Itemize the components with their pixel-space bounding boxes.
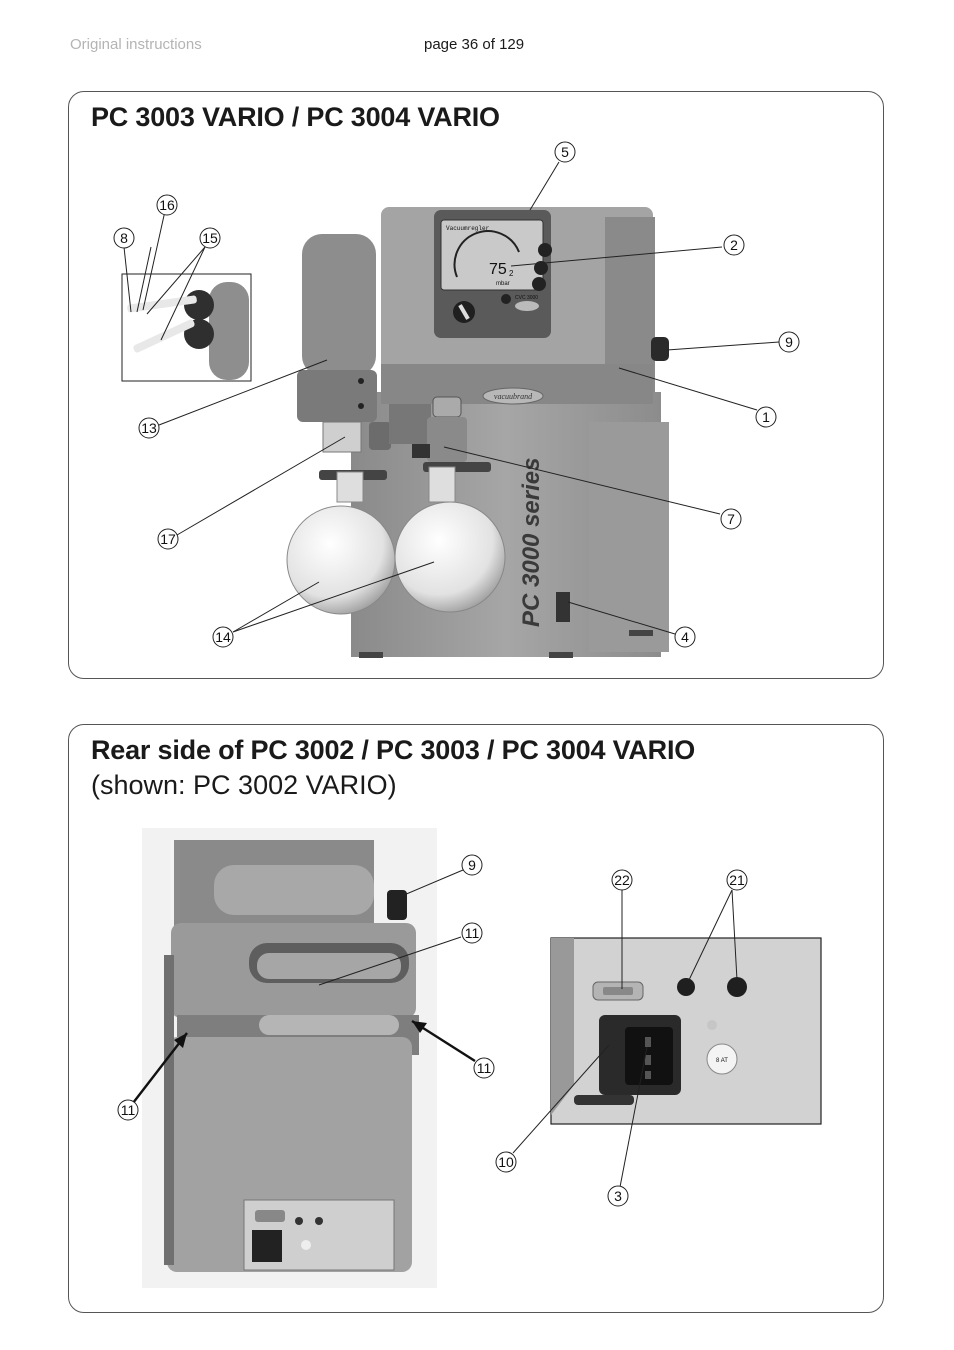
round-bottom-flasks	[286, 466, 506, 615]
svg-text:8: 8	[120, 230, 128, 246]
callout-7: 7	[720, 508, 742, 530]
callout-16: 16	[156, 194, 178, 216]
svg-text:10: 10	[498, 1154, 514, 1170]
fuse-holder	[706, 1043, 738, 1075]
callout-leaders	[123, 161, 780, 635]
svg-text:7: 7	[727, 511, 735, 527]
callout-11-left: 11	[117, 1099, 139, 1121]
callout-4: 4	[674, 626, 696, 648]
fuse-label: 8 AT	[716, 1058, 728, 1064]
control-socket-2	[727, 977, 747, 997]
callout-21: 21	[726, 869, 748, 891]
callout-10: 10	[495, 1151, 517, 1173]
controller-reading: 75	[489, 261, 507, 278]
svg-text:11: 11	[477, 1060, 492, 1076]
callout-2: 2	[723, 234, 745, 256]
callout-3: 3	[607, 1185, 629, 1207]
callout-8: 8	[113, 227, 135, 249]
callout-11-right: 11	[473, 1057, 495, 1079]
separator-head	[412, 396, 467, 462]
rear-connector-detail: 8 AT	[550, 937, 822, 1125]
controller-reading-sub: 2	[509, 269, 514, 278]
callout-11-upper: 11	[461, 922, 483, 944]
svg-text:9: 9	[785, 334, 793, 350]
svg-text:11: 11	[121, 1102, 136, 1118]
svg-text:15: 15	[202, 230, 218, 246]
power-icon	[501, 294, 511, 304]
power-switch	[556, 592, 570, 622]
vacuum-controller: Vacuumregler 75 2 mbar CVC 3000	[434, 210, 552, 338]
svg-text:3: 3	[614, 1188, 622, 1204]
svg-text:22: 22	[614, 872, 630, 888]
brand-logo: vacuubrand	[494, 392, 533, 401]
gas-ballast-knob	[651, 337, 669, 361]
panel-title: PC 3003 VARIO / PC 3004 VARIO	[91, 102, 500, 132]
rear-view-panel: Rear side of PC 3002 / PC 3003 / PC 3004…	[68, 724, 884, 1313]
svg-text:16: 16	[159, 197, 175, 213]
svg-text:1: 1	[762, 409, 770, 425]
svg-text:4: 4	[681, 629, 689, 645]
callout-9-rear: 9	[461, 854, 483, 876]
start-stop-button	[532, 277, 546, 291]
callout-9: 9	[778, 331, 800, 353]
controller-model: CVC 3000	[515, 295, 538, 301]
controller-label: Vacuumregler	[446, 225, 490, 232]
svg-text:14: 14	[215, 629, 231, 645]
callout-14: 14	[212, 626, 234, 648]
callout-leaders-rear	[132, 869, 738, 1188]
front-view-illustration: vacuubrand PC 3000 series Vacuumregler 7…	[113, 141, 800, 658]
vac-button	[538, 243, 552, 257]
svg-text:11: 11	[465, 925, 480, 941]
rear-view-illustration: 8 AT 9 11 11 11 22 21 10 3	[117, 828, 822, 1288]
svg-text:2: 2	[730, 237, 738, 253]
panel-subtitle-rear: (shown: PC 3002 VARIO)	[91, 770, 397, 800]
callout-1: 1	[755, 406, 777, 428]
front-view-panel: PC 3003 VARIO / PC 3004 VARIO	[68, 91, 884, 679]
svg-text:9: 9	[468, 857, 476, 873]
svg-text:13: 13	[141, 420, 157, 436]
callout-22: 22	[611, 869, 633, 891]
svg-text:21: 21	[729, 872, 745, 888]
panel-title-rear: Rear side of PC 3002 / PC 3003 / PC 3004…	[91, 735, 696, 765]
valve-inset	[121, 273, 252, 382]
svg-text:5: 5	[561, 144, 569, 160]
rear-pump-photo	[142, 828, 437, 1288]
callout-13: 13	[138, 417, 160, 439]
controller-unit: mbar	[496, 281, 510, 287]
control-socket-1	[677, 978, 695, 996]
callout-5: 5	[554, 141, 576, 163]
callout-17: 17	[157, 528, 179, 550]
callout-15: 15	[199, 227, 221, 249]
svg-text:17: 17	[160, 531, 176, 547]
mode-button	[534, 261, 548, 275]
series-branding: PC 3000 series	[518, 458, 545, 627]
header-left-label: Original instructions	[70, 36, 202, 53]
page-number: page 36 of 129	[424, 36, 525, 53]
emission-condenser	[297, 234, 391, 453]
